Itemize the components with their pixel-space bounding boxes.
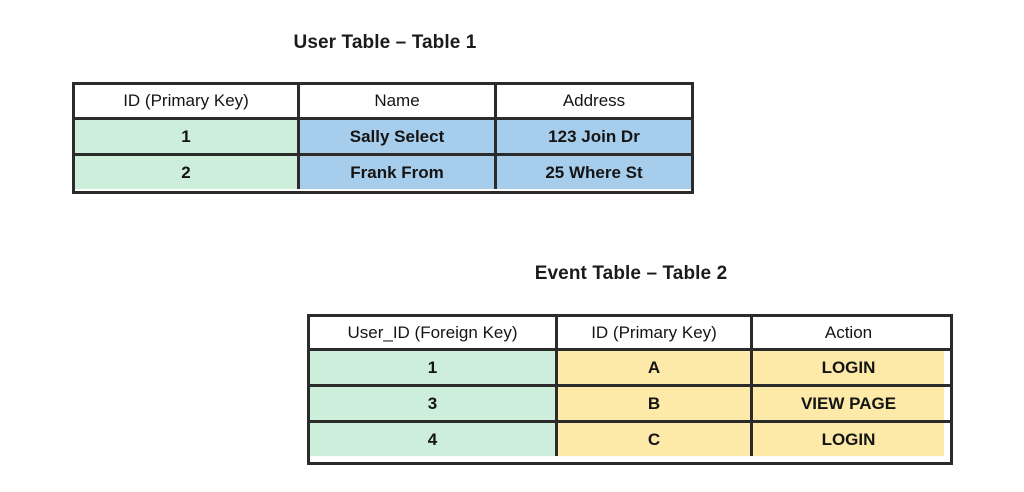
column-header-name: Name	[297, 85, 494, 117]
cell-id: 2	[75, 156, 297, 189]
cell-address: 123 Join Dr	[494, 120, 691, 153]
column-header-id: ID (Primary Key)	[555, 317, 750, 348]
cell-id: A	[555, 351, 750, 384]
table-row: 2 Frank From 25 Where St	[75, 153, 691, 189]
cell-action: VIEW PAGE	[750, 387, 944, 420]
column-header-id: ID (Primary Key)	[75, 85, 297, 117]
column-header-address: Address	[494, 85, 691, 117]
cell-action: LOGIN	[750, 351, 944, 384]
user-table-title: User Table – Table 1	[293, 32, 477, 53]
cell-name: Frank From	[297, 156, 494, 189]
cell-user-id: 1	[310, 351, 555, 384]
cell-id: C	[555, 423, 750, 456]
cell-user-id: 3	[310, 387, 555, 420]
column-header-action: Action	[750, 317, 944, 348]
cell-id: 1	[75, 120, 297, 153]
table-header-row: User_ID (Foreign Key) ID (Primary Key) A…	[310, 317, 950, 348]
table-row: 3 B VIEW PAGE	[310, 384, 950, 420]
cell-id: B	[555, 387, 750, 420]
cell-action: LOGIN	[750, 423, 944, 456]
event-table-title: Event Table – Table 2	[534, 263, 728, 284]
cell-name: Sally Select	[297, 120, 494, 153]
cell-address: 25 Where St	[494, 156, 691, 189]
table-row: 1 A LOGIN	[310, 348, 950, 384]
event-table: User_ID (Foreign Key) ID (Primary Key) A…	[307, 314, 953, 465]
column-header-user-id: User_ID (Foreign Key)	[310, 317, 555, 348]
table-row: 4 C LOGIN	[310, 420, 950, 456]
cell-user-id: 4	[310, 423, 555, 456]
table-header-row: ID (Primary Key) Name Address	[75, 85, 691, 117]
table-row: 1 Sally Select 123 Join Dr	[75, 117, 691, 153]
user-table: ID (Primary Key) Name Address 1 Sally Se…	[72, 82, 694, 194]
